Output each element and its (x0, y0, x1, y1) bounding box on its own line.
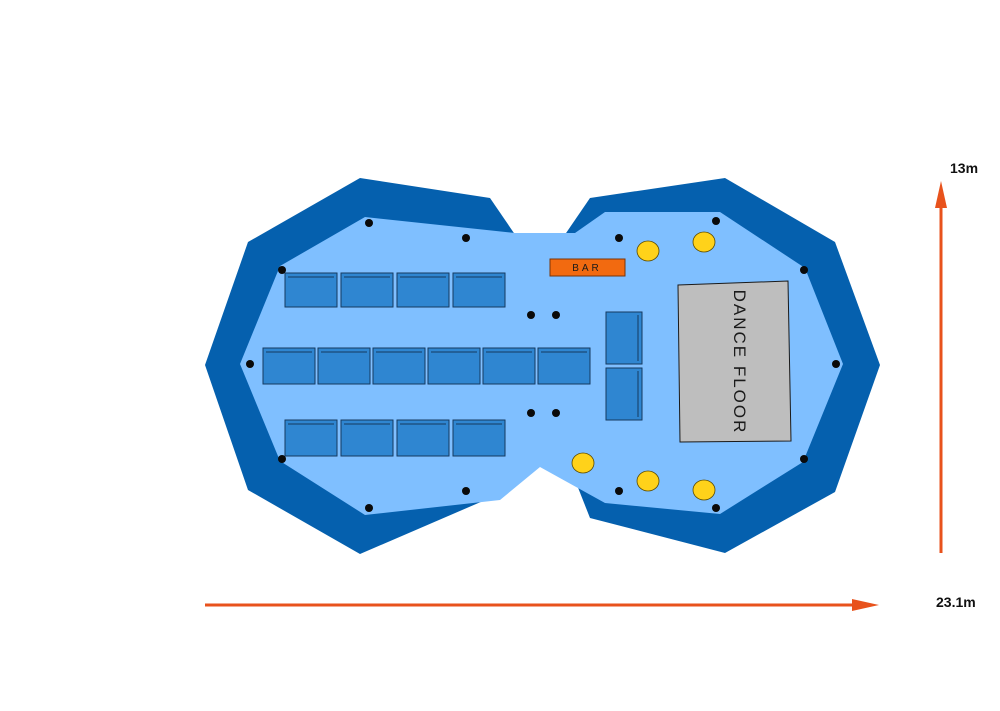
table-group-bottom (284, 419, 506, 457)
pillar-dot-icon (246, 360, 254, 368)
dance-floor-label: DANCE FLOOR (730, 290, 749, 435)
table (262, 347, 316, 385)
pillar-dot-icon (552, 311, 560, 319)
table (452, 272, 506, 308)
pillar-dot-icon (278, 266, 286, 274)
table-group-top (284, 272, 506, 308)
width-dimension-label: 23.1m (936, 594, 976, 610)
table (340, 419, 394, 457)
bar-counter: BAR (549, 258, 626, 277)
table (284, 272, 338, 308)
dance-floor: DANCE FLOOR (677, 280, 792, 443)
table (340, 272, 394, 308)
bar-label: BAR (572, 263, 602, 274)
table (605, 367, 643, 421)
pillar-dot-icon (462, 487, 470, 495)
pillar-dot-icon (615, 234, 623, 242)
ceiling-light-icon (571, 452, 595, 474)
pillar-dot-icon (278, 455, 286, 463)
lights (571, 231, 716, 501)
pillar-dot-icon (365, 504, 373, 512)
table (605, 311, 643, 365)
table (396, 272, 450, 308)
pillar-dot-icon (527, 311, 535, 319)
table (452, 419, 506, 457)
table (396, 419, 450, 457)
ceiling-light-icon (692, 231, 716, 253)
pillars (246, 217, 840, 512)
table (482, 347, 536, 385)
ceiling-light-icon (636, 240, 660, 262)
ceiling-light-icon (692, 479, 716, 501)
pillar-dot-icon (615, 487, 623, 495)
table (427, 347, 481, 385)
pillar-dot-icon (365, 219, 373, 227)
table (537, 347, 591, 385)
pillar-dot-icon (527, 409, 535, 417)
pillar-dot-icon (552, 409, 560, 417)
table (317, 347, 371, 385)
pillar-dot-icon (462, 234, 470, 242)
ceiling-light-icon (636, 470, 660, 492)
pillar-dot-icon (712, 217, 720, 225)
height-dimension-arrow (935, 181, 947, 553)
pillar-dot-icon (800, 266, 808, 274)
height-dimension-label: 13m (950, 160, 979, 176)
table-group-middle (262, 347, 591, 385)
pillar-dot-icon (800, 455, 808, 463)
pillar-dot-icon (712, 504, 720, 512)
pillar-dot-icon (832, 360, 840, 368)
table-group-vertical (605, 311, 643, 421)
table (372, 347, 426, 385)
table (284, 419, 338, 457)
width-dimension-arrow (205, 599, 879, 611)
